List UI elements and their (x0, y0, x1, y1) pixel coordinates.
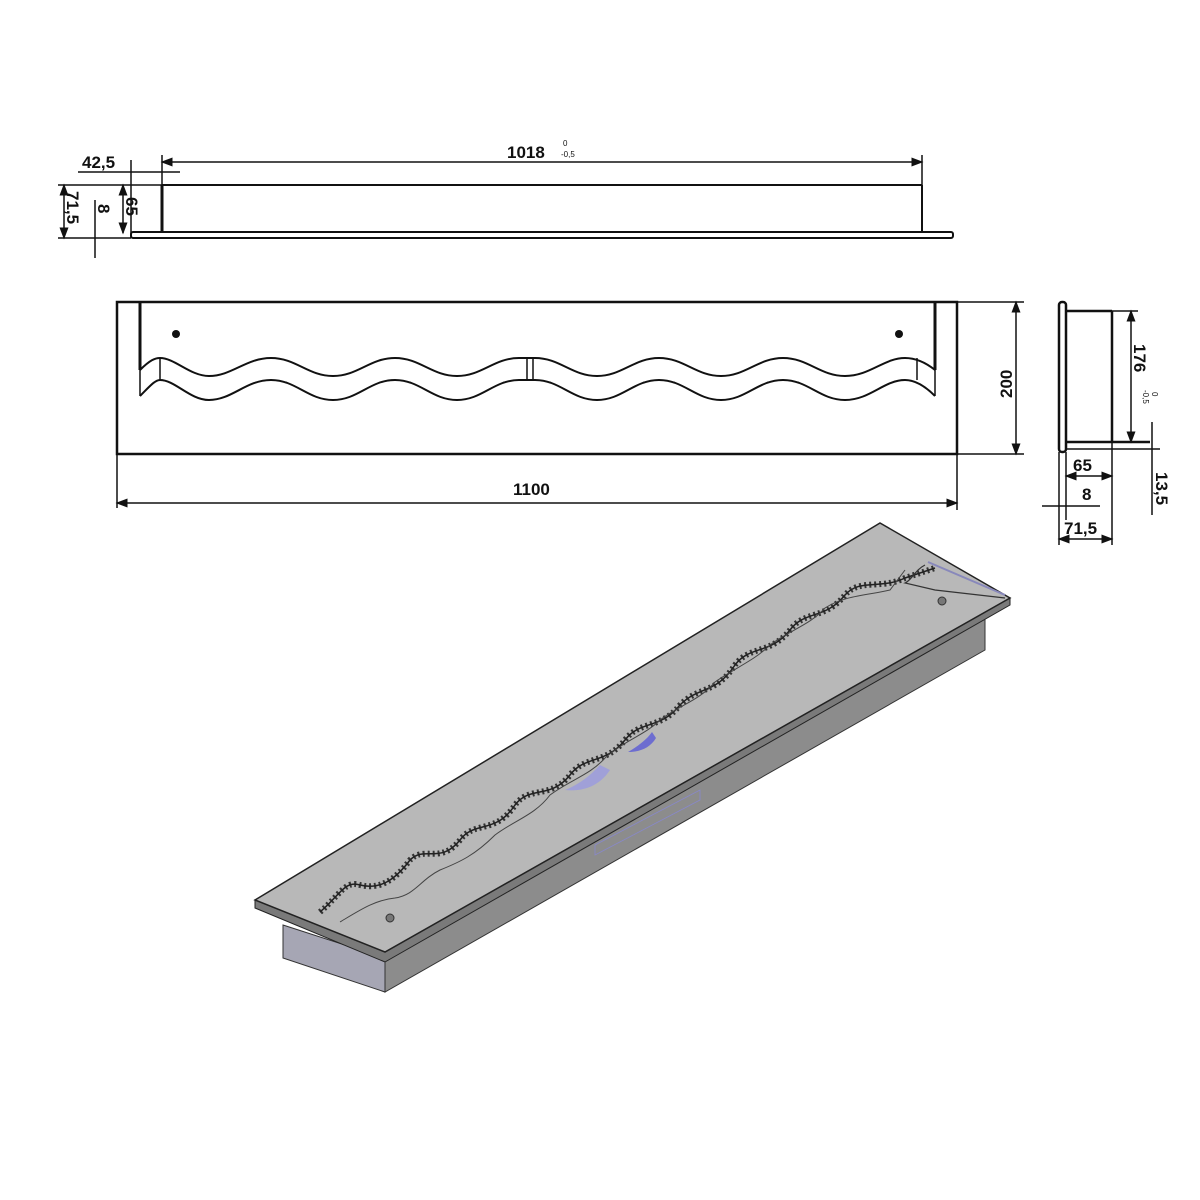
dim-lip-label: 13,5 (1152, 472, 1171, 505)
dim-body-height-label: 65 (122, 197, 141, 216)
mount-hole-right (895, 330, 903, 338)
dim-length-tol-upper: 0 (563, 139, 568, 148)
dim-inner-label: 176 (1130, 344, 1149, 372)
dim-length-tol-lower: -0,5 (561, 150, 575, 159)
dim-inner-tol-lower: -0,5 (1141, 390, 1150, 404)
dim-total-label-side: 71,5 (1064, 519, 1097, 538)
mount-hole-left (172, 330, 180, 338)
dim-depth-label: 200 (997, 370, 1016, 398)
dim-flange-label-side: 8 (1082, 485, 1091, 504)
wave-slot-upper (139, 356, 936, 378)
top-view: 42,5 1018 0 -0,5 71,5 8 65 (58, 139, 954, 258)
isometric-view (253, 522, 1012, 993)
iso-hole-left (385, 913, 395, 923)
dim-offset-label: 42,5 (82, 153, 115, 172)
dim-width-label: 1100 (513, 480, 550, 499)
dim-flange-label: 8 (94, 204, 113, 213)
dim-body-label: 65 (1073, 456, 1092, 475)
side-view: 176 0 -0,5 13,5 65 8 71,5 (1042, 300, 1171, 545)
dim-inner-tol-upper: 0 (1150, 392, 1159, 397)
dim-length-label: 1018 (507, 143, 545, 162)
dim-total-height-label: 71,5 (63, 191, 82, 224)
wave-slot-lower (139, 378, 936, 402)
iso-hole-right (937, 596, 947, 606)
front-view: 1100 200 (115, 300, 1024, 510)
